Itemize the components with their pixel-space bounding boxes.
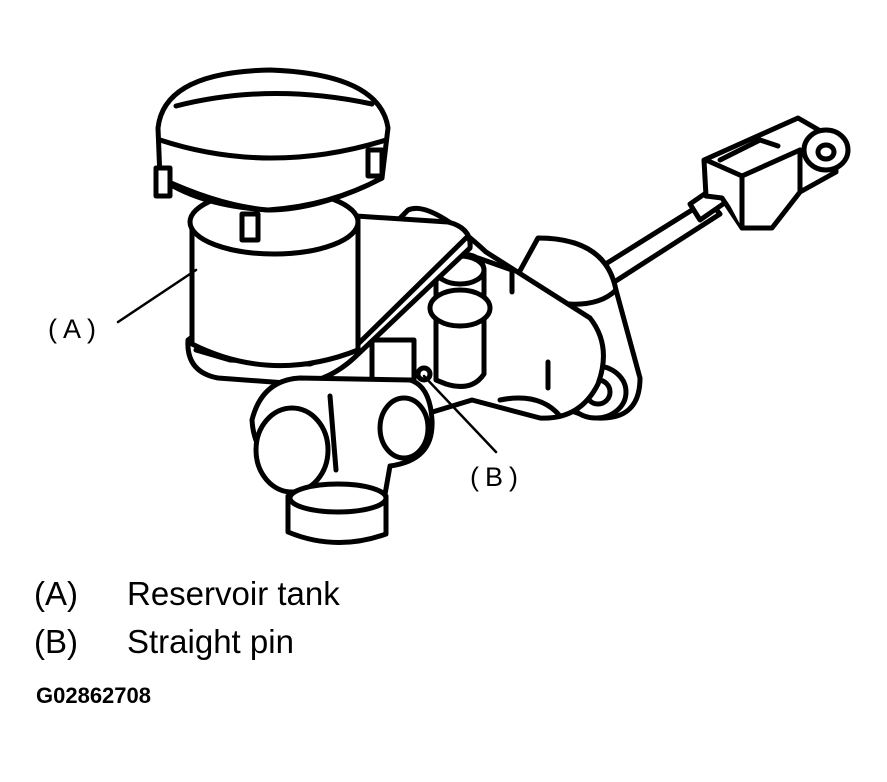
callout-b: (B): [470, 462, 524, 492]
legend-key-a: (A): [34, 575, 78, 612]
callout-a: (A): [48, 314, 102, 344]
clutch-master-cylinder-illustration: (A) (B): [48, 67, 851, 546]
clevis: [701, 115, 851, 231]
figure-id: G02862708: [36, 683, 151, 708]
legend-label-a: Reservoir tank: [127, 575, 340, 612]
push-rod: [593, 183, 729, 289]
reservoir-tank: [187, 187, 361, 369]
legend-key-b: (B): [34, 623, 78, 660]
straight-pin-hole: [369, 337, 433, 383]
reservoir-cap: [153, 67, 391, 243]
leader-line-b: [422, 374, 498, 454]
legend-label-b: Straight pin: [127, 623, 294, 660]
outlet-nipple: [285, 481, 389, 546]
leader-line-a: [116, 268, 198, 324]
